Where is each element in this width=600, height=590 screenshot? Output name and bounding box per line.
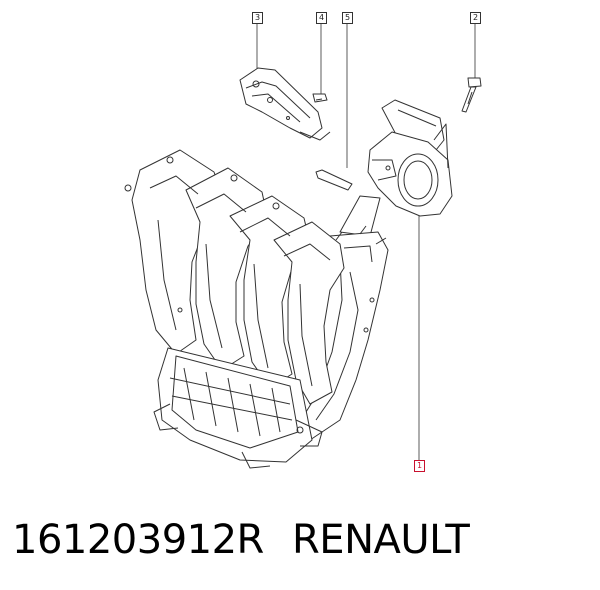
part-4-bolt (312, 93, 328, 103)
leader-lines (256, 24, 476, 460)
callout-4: 4 (316, 12, 327, 24)
brand-name: RENAULT (292, 517, 470, 563)
exploded-parts-diagram (124, 24, 482, 469)
part-number: 161203912R (12, 517, 264, 563)
manifold-lower-flange (153, 347, 323, 469)
intake-manifold-runners (124, 149, 345, 405)
part-2-long-bolt (461, 77, 482, 113)
callout-2: 2 (470, 12, 481, 24)
part-3-bracket (239, 67, 331, 141)
part-5-gasket (315, 169, 353, 191)
callout-5: 5 (342, 12, 353, 24)
throttle-body (367, 99, 453, 217)
callout-3: 3 (252, 12, 263, 24)
callout-1: 1 (414, 460, 425, 472)
